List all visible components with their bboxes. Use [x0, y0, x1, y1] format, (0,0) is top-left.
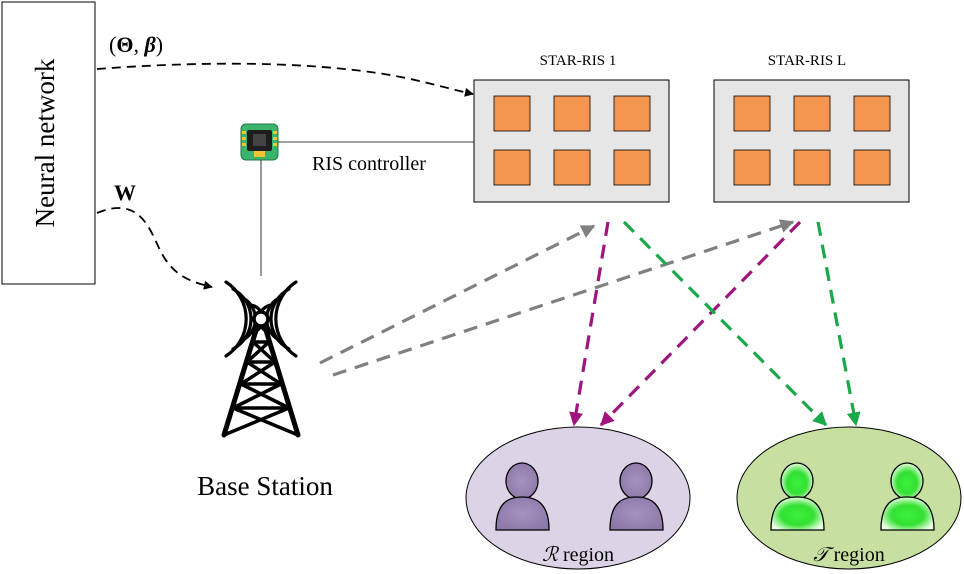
- ris-controller-chip: [240, 123, 279, 161]
- transmission-region: 𝒯 region: [736, 426, 962, 570]
- star-ris-1-panel: [473, 79, 670, 203]
- ris-1-transmit-arrow: [622, 220, 828, 427]
- ris-l-reflect-arrow: [599, 220, 802, 427]
- user-icon: [770, 462, 825, 531]
- ris-l-transmit-arrow: [816, 221, 861, 427]
- star-ris-l-panel: [713, 79, 910, 203]
- user-icon: [609, 462, 664, 531]
- ris-element: [493, 149, 531, 186]
- ris-element: [733, 95, 771, 132]
- ris-element: [733, 149, 771, 186]
- base-station-tower-icon: [221, 280, 301, 438]
- star-ris-1-label: STAR-RIS 1: [540, 53, 617, 69]
- ris-element: [553, 95, 591, 132]
- ris-controller-label: RIS controller: [312, 153, 426, 175]
- ris-1-reflect-arrow: [569, 221, 610, 427]
- neural-network-box: [1, 1, 96, 285]
- bs-to-ris-1-arrow: [319, 224, 596, 365]
- reflection-region: ℛ region: [465, 426, 691, 570]
- transmission-region-label: 𝒯 region: [813, 544, 884, 566]
- ris-element: [493, 95, 531, 132]
- base-station-label: Base Station: [197, 471, 333, 501]
- user-icon: [880, 462, 935, 531]
- star-ris-l-label: STAR-RIS L: [768, 53, 846, 69]
- ris-element: [793, 149, 831, 186]
- ris-element: [793, 95, 831, 132]
- nn-to-bs-arrow: [96, 207, 213, 290]
- chip-core: [253, 134, 266, 146]
- chip-pins: [254, 151, 265, 157]
- theta-beta-label: (Θ, β): [109, 32, 163, 57]
- ris-element: [613, 149, 651, 186]
- ris-element: [613, 95, 651, 132]
- ris-element: [553, 149, 591, 186]
- neural-network-block: Neural network: [1, 1, 96, 285]
- user-icon: [495, 462, 550, 531]
- bs-to-ris-l-arrow: [332, 219, 795, 377]
- ris-element: [853, 95, 891, 132]
- ris-element: [853, 149, 891, 186]
- reflection-region-label: ℛ region: [542, 544, 614, 566]
- w-label: W: [114, 180, 136, 205]
- neural-network-label: Neural network: [30, 58, 60, 227]
- nn-to-ris-arrow: [96, 62, 474, 97]
- chip-side-pads: [242, 131, 277, 146]
